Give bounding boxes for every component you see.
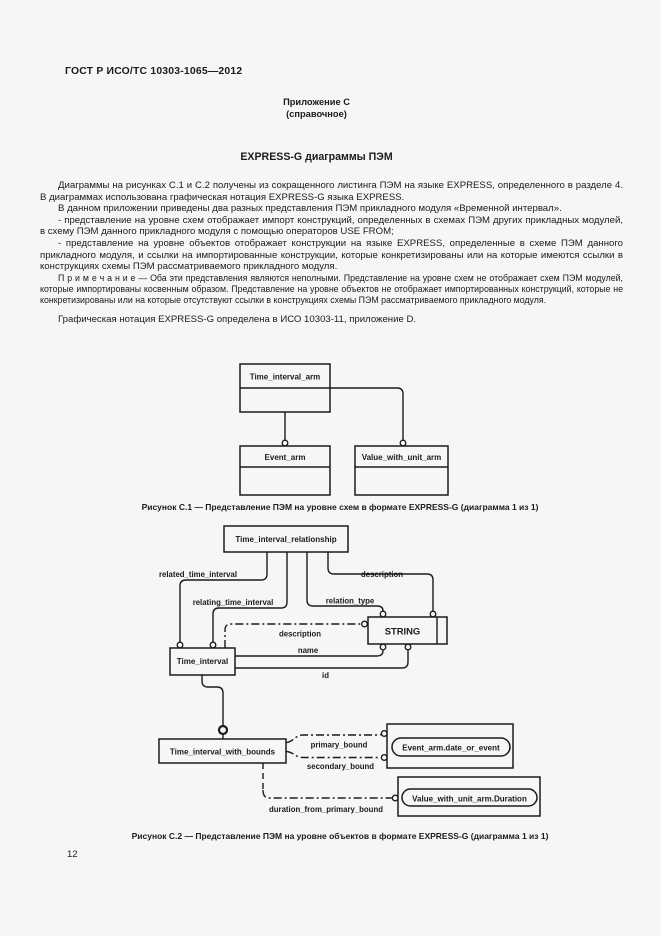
edge-id xyxy=(235,650,409,669)
page-number: 12 xyxy=(67,849,78,860)
edge-description-relationship xyxy=(327,552,434,611)
figure-c1-caption: Рисунок С.1 — Представление ПЭМ на уровн… xyxy=(141,502,539,512)
node-label: Value_with_unit_arm.Duration xyxy=(412,795,527,804)
edge-label-description-relationship: description xyxy=(361,570,403,579)
figure-c2-caption: Рисунок С.2 — Представление ПЭМ на уровн… xyxy=(131,831,549,841)
edge-label-related-time-interval: related_time_interval xyxy=(159,570,237,579)
bullet-schema-level: - представление на уровне схем отображае… xyxy=(40,214,623,238)
edge-relation-type xyxy=(306,552,384,612)
node-label: Time_interval xyxy=(177,657,228,666)
edge-related-time-interval xyxy=(179,552,268,642)
node-value-with-unit-arm: Value_with_unit_arm xyxy=(354,445,449,496)
figure-c2-diagram: Time_interval_relationship STRING Time_i… xyxy=(158,525,541,817)
node-time-interval: Time_interval xyxy=(169,647,236,676)
connector-circle xyxy=(379,643,387,651)
document-number: ГОСТ Р ИСО/ТС 10303-1065—2012 xyxy=(65,66,243,77)
edge-label-description-time-interval: description xyxy=(279,630,321,639)
subtype-circle xyxy=(217,724,229,736)
page-title: EXPRESS-G диаграммы ПЭМ xyxy=(240,151,393,163)
edge-label-primary-bound: primary_bound xyxy=(311,741,368,750)
paragraph-notation-ref: Графическая нотация EXPRESS-G определена… xyxy=(58,314,417,326)
edge-to-value-with-unit-arm xyxy=(330,387,404,440)
node-label: Event_arm.date_or_event xyxy=(402,744,500,753)
edge-subtype xyxy=(201,675,224,726)
node-label: STRING xyxy=(385,626,420,637)
node-value-with-unit-arm-duration: Value_with_unit_arm.Duration xyxy=(397,776,541,817)
edge-label-duration-from-primary-bound: duration_from_primary_bound xyxy=(269,805,383,814)
edge-description-time-interval xyxy=(224,623,362,648)
paragraph-intro: Диаграммы на рисунках С.1 и С.2 получены… xyxy=(40,180,623,203)
connector-circle xyxy=(209,641,217,649)
node-string-type: STRING xyxy=(367,616,448,645)
node-time-interval-relationship: Time_interval_relationship xyxy=(223,525,349,553)
connector-circle xyxy=(361,620,368,628)
node-time-interval-with-bounds: Time_interval_with_bounds xyxy=(158,738,287,764)
node-label: Time_interval_relationship xyxy=(235,535,336,544)
connector-circle xyxy=(380,730,388,737)
connector-circle xyxy=(380,754,388,761)
connector-circle xyxy=(379,610,387,618)
connector-circle xyxy=(176,641,184,649)
node-event-arm-date-or-event: Event_arm.date_or_event xyxy=(386,723,514,769)
annex-heading: Приложение С (справочное) xyxy=(40,97,593,120)
edge-label-secondary-bound: secondary_bound xyxy=(307,762,374,771)
paragraph-two-views: В данном приложении приведены два разных… xyxy=(58,203,562,215)
connector-circle xyxy=(404,643,412,651)
annex-label: Приложение С xyxy=(283,97,350,107)
node-event-arm: Event_arm xyxy=(239,445,331,496)
node-label: Value_with_unit_arm xyxy=(362,453,442,462)
figure-c1-diagram: Time_interval_arm Event_arm Value_with_u… xyxy=(239,363,449,496)
edge-label-relating-time-interval: relating_time_interval xyxy=(193,598,274,607)
node-label: Event_arm xyxy=(265,453,306,462)
edge-name xyxy=(235,650,384,657)
connector-circle xyxy=(281,439,289,447)
edge-label-relation-type: relation_type xyxy=(326,597,375,606)
node-label: Time_interval_with_bounds xyxy=(170,748,276,757)
edge-relating-time-interval xyxy=(212,552,288,642)
edge-duration-horizontal xyxy=(262,789,392,799)
node-label: Time_interval_arm xyxy=(250,373,321,382)
connector-circle xyxy=(429,610,437,618)
edge-secondary-bound xyxy=(285,750,379,759)
bullet-entity-level: - представление на уровне объектов отобр… xyxy=(40,237,623,273)
body-text: Диаграммы на рисунках С.1 и С.2 получены… xyxy=(40,180,623,326)
annex-kind: (справочное) xyxy=(286,108,347,119)
connector-circle xyxy=(391,794,399,802)
connector-circle xyxy=(399,439,407,447)
node-time-interval-arm: Time_interval_arm xyxy=(239,363,331,413)
edge-label-id: id xyxy=(322,671,329,680)
note-paragraph: П р и м е ч а н и е — Оба эти представле… xyxy=(40,272,623,305)
edge-label-name: name xyxy=(298,646,319,655)
